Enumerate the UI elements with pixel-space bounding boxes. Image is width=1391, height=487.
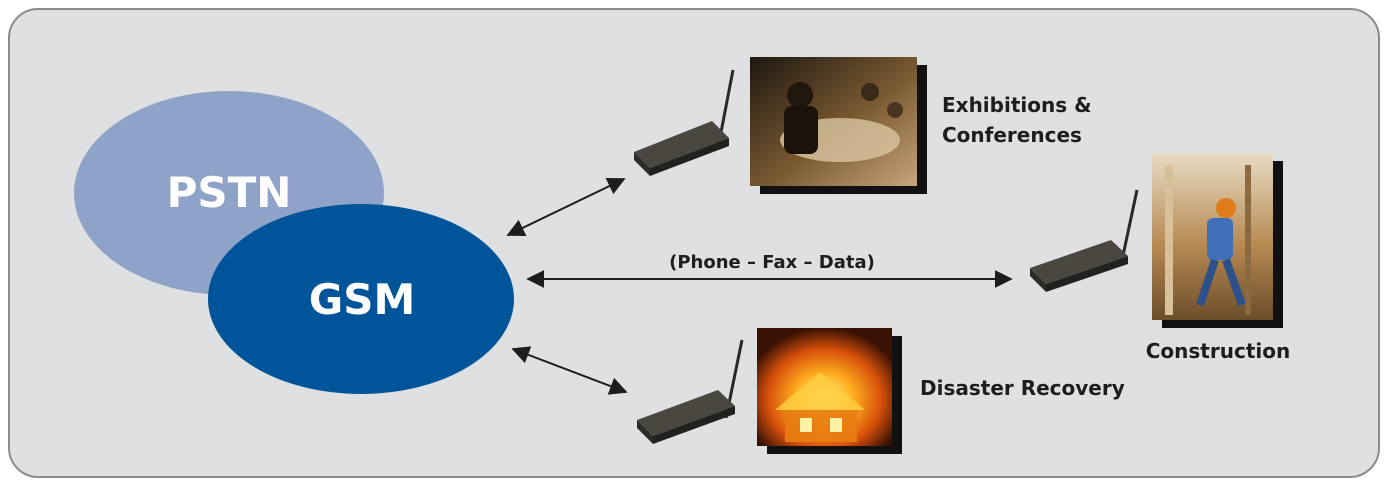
construction-label: Construction bbox=[1146, 339, 1290, 363]
arrow-to-exhibitions bbox=[506, 177, 626, 237]
terminal-device-exhibitions bbox=[634, 69, 735, 176]
exhibitions-label-line1: Exhibitions & bbox=[942, 93, 1092, 117]
arrow-to-disaster bbox=[511, 346, 628, 395]
terminal-device-construction bbox=[1030, 189, 1139, 292]
gsm-label: GSM bbox=[309, 275, 416, 324]
gsm-network: GSM bbox=[208, 204, 514, 394]
pstn-label: PSTN bbox=[167, 168, 292, 217]
terminal-device-disaster bbox=[637, 339, 744, 444]
exhibitions-label-line2: Conferences bbox=[942, 123, 1082, 147]
conference-photo bbox=[750, 57, 927, 194]
gsm-ellipse bbox=[208, 204, 514, 394]
construction-photo bbox=[1152, 153, 1283, 328]
disaster-label: Disaster Recovery bbox=[920, 376, 1125, 400]
link-label: (Phone – Fax – Data) bbox=[669, 252, 875, 273]
fire-photo bbox=[757, 328, 902, 454]
